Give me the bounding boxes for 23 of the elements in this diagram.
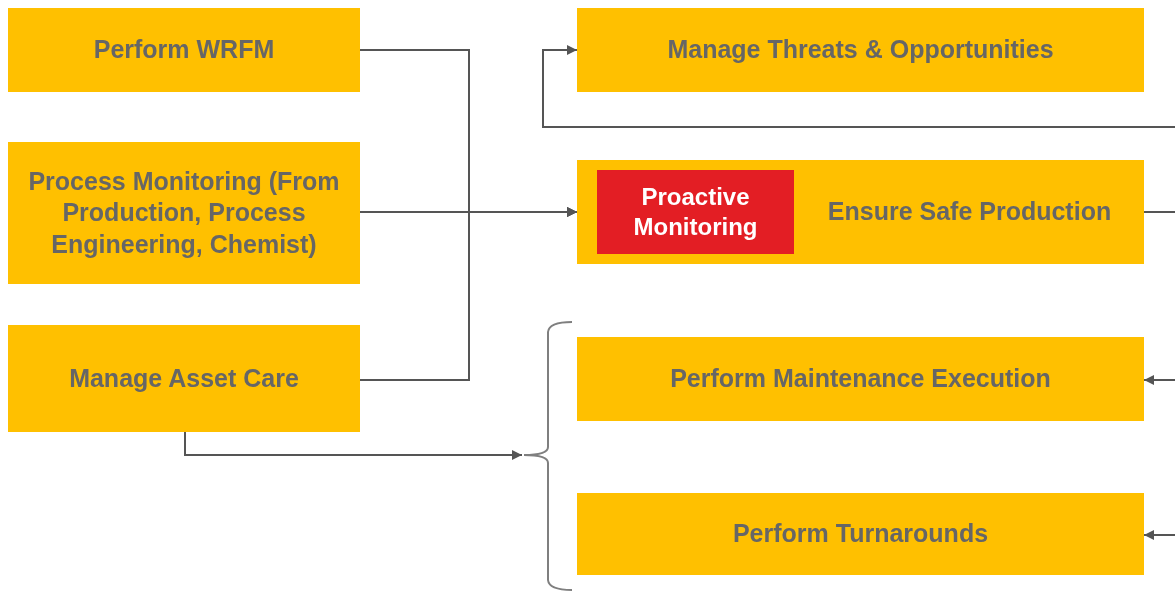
process-box bbox=[8, 325, 360, 432]
box-label: Manage Threats & Opportunities bbox=[667, 34, 1054, 66]
arrow bbox=[1143, 375, 1175, 385]
box-label: Process Monitoring (From Production, Process Engineering, Chemist) bbox=[27, 166, 341, 260]
process-box bbox=[577, 493, 1144, 575]
arrow bbox=[1143, 530, 1175, 540]
process-box bbox=[577, 8, 1144, 92]
box-label: Perform Turnarounds bbox=[732, 518, 989, 550]
box-label: Ensure Safe Production bbox=[827, 196, 1112, 228]
box-label: Manage Asset Care bbox=[69, 362, 299, 394]
curly-brace bbox=[522, 320, 572, 592]
process-box bbox=[8, 142, 360, 284]
box-label: Proactive Monitoring bbox=[632, 182, 759, 242]
arrow bbox=[359, 207, 578, 381]
box-label: Perform WRFM bbox=[93, 34, 275, 66]
process-box bbox=[577, 160, 1144, 264]
process-box bbox=[8, 8, 360, 92]
process-box bbox=[577, 337, 1144, 421]
arrow bbox=[184, 431, 523, 460]
box-label: Perform Maintenance Execution bbox=[670, 363, 1051, 395]
highlight-box bbox=[597, 170, 794, 254]
arrow bbox=[542, 45, 1175, 128]
connector-line bbox=[1143, 211, 1175, 213]
